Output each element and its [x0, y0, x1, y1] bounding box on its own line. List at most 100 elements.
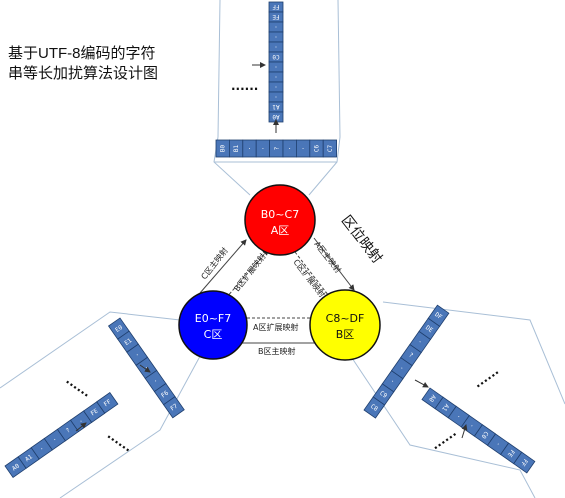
top-vertical-cell: · [268, 21, 284, 33]
top-panel-dots: ...... [231, 79, 258, 93]
top-vertical-cell-dots: · [272, 65, 279, 69]
right-panel-dots-2: ...... [428, 425, 458, 452]
edge-label-c-ext: B区扩展映射 [232, 251, 268, 293]
region-c-name: C区 [204, 328, 223, 341]
top-vertical-cell-label: FF [272, 3, 280, 10]
left-b-cell-label: A1 [24, 453, 34, 463]
left-b-cell-label: ? [65, 427, 72, 435]
top-vertical-cell-label: A1 [272, 103, 280, 110]
right-a-cell-box [427, 304, 450, 327]
top-horizontal-cell: B0 [215, 139, 230, 158]
right-a-cell-dots: · [398, 365, 406, 372]
top-horizontal-cell: · [296, 139, 311, 158]
top-horizontal-cell: · [282, 139, 297, 158]
right-b-cell-dots: · [494, 441, 501, 449]
top-vertical-cell-dots: · [272, 95, 279, 99]
mapping-arrows [199, 237, 355, 346]
right-b-cell-label: FF [519, 457, 529, 467]
top-vertical-cell-dots: · [272, 25, 279, 29]
left-panel-dots-1: ...... [63, 373, 93, 400]
right-b-cell-label: A1 [440, 402, 450, 412]
region-b-node: C8~DF B区 [309, 289, 381, 361]
region-c-range: E0~F7 [195, 312, 232, 325]
top-vertical-cell-dots: · [272, 75, 279, 79]
top-vertical-cell: · [268, 91, 284, 103]
right-a-cell-label: DF [433, 311, 443, 321]
top-horizontal-cell-dots: · [301, 146, 305, 153]
right-pointer-arrow-1 [414, 379, 429, 388]
left-a-cell-label: E1 [123, 337, 133, 347]
top-horizontal-cell-label: C7 [327, 145, 334, 153]
top-vertical-cell: · [268, 71, 284, 83]
region-c-node: E0~F7 C区 [178, 290, 248, 360]
c-ext-arrow [225, 249, 269, 299]
edge-label-b-main: B区主映射 [258, 346, 296, 356]
top-horizontal-cell: · [242, 139, 257, 158]
top-vertical-cell-dots: · [272, 35, 279, 39]
top-vertical-cell: · [268, 41, 284, 53]
left-b-cell-label: FF [103, 398, 113, 408]
b-ext-arrow [294, 251, 333, 301]
top-horizontal-cell-box [322, 139, 337, 158]
right-a-cell-dots: · [417, 339, 425, 346]
top-vertical-cell: FE [268, 11, 284, 23]
top-horizontal-cell-dots: · [288, 146, 292, 153]
right-b-cell-label: C0 [479, 430, 489, 440]
right-a-cell-dots: · [389, 378, 397, 385]
region-b-name: B区 [336, 328, 355, 341]
c-main-arrow [199, 239, 247, 294]
top-horizontal-cell-label: B1 [233, 145, 240, 153]
mapping-label: 区位映射 [338, 213, 385, 267]
top-vertical-cell-label: C0 [272, 53, 280, 60]
top-horizontal-cell: · [255, 139, 271, 158]
edge-label-a-ext: A区扩展映射 [253, 322, 298, 332]
region-c-circle [178, 290, 248, 360]
top-horizontal-cell-label: C6 [314, 145, 321, 153]
left-pointer-arrow-1 [139, 364, 151, 373]
right-a-cell-label: ? [407, 352, 414, 360]
left-a-cell-dots: · [151, 378, 159, 385]
top-horizontal-cell: ? [269, 139, 284, 158]
top-vertical-cell-dots: · [272, 85, 279, 89]
a-main-arrow [313, 237, 355, 291]
left-pointer-arrow-2 [75, 422, 87, 432]
left-b-cell-dots: · [78, 418, 85, 426]
top-horizontal-cell: C6 [309, 139, 324, 158]
top-vertical-cell: FF [268, 1, 284, 13]
region-a-name: A区 [271, 224, 290, 237]
left-b-cell-dots: · [52, 436, 59, 444]
right-a-cell-label: DE [424, 324, 434, 334]
title-line-1: 基于UTF-8编码的字符 [8, 45, 156, 62]
right-a-cell: DF [427, 304, 450, 327]
left-a-cell-label: E0 [114, 324, 124, 334]
top-vertical-cell-dots: · [272, 45, 279, 49]
left-a-cell-box [163, 396, 185, 419]
left-a-cell-label: F6 [160, 389, 170, 399]
right-a-cell-label: C9 [378, 390, 388, 400]
region-a-range: B0~C7 [261, 208, 299, 221]
top-vertical-cell: · [268, 61, 284, 73]
top-horizontal-cell-dots: · [248, 146, 252, 153]
right-b-cell-dots: · [468, 422, 475, 430]
left-b-cell-label: A0 [11, 462, 21, 472]
right-b-cell: FF [513, 451, 536, 474]
edge-label-c-main: C区主映射 [199, 245, 230, 281]
edge-label-a-main: A区主映射 [312, 239, 343, 275]
top-horizontal-cell-label: ? [273, 146, 280, 150]
region-a-node: B0~C7 A区 [244, 184, 316, 256]
region-b-range: C8~DF [326, 312, 365, 325]
top-horizontal-cell: B1 [228, 139, 244, 158]
top-vertical-cell: · [268, 31, 284, 43]
left-a-cell-label: F7 [169, 402, 179, 412]
top-horizontal-cell-dots: · [261, 146, 265, 153]
right-panel-dots-1: ...... [471, 363, 501, 390]
